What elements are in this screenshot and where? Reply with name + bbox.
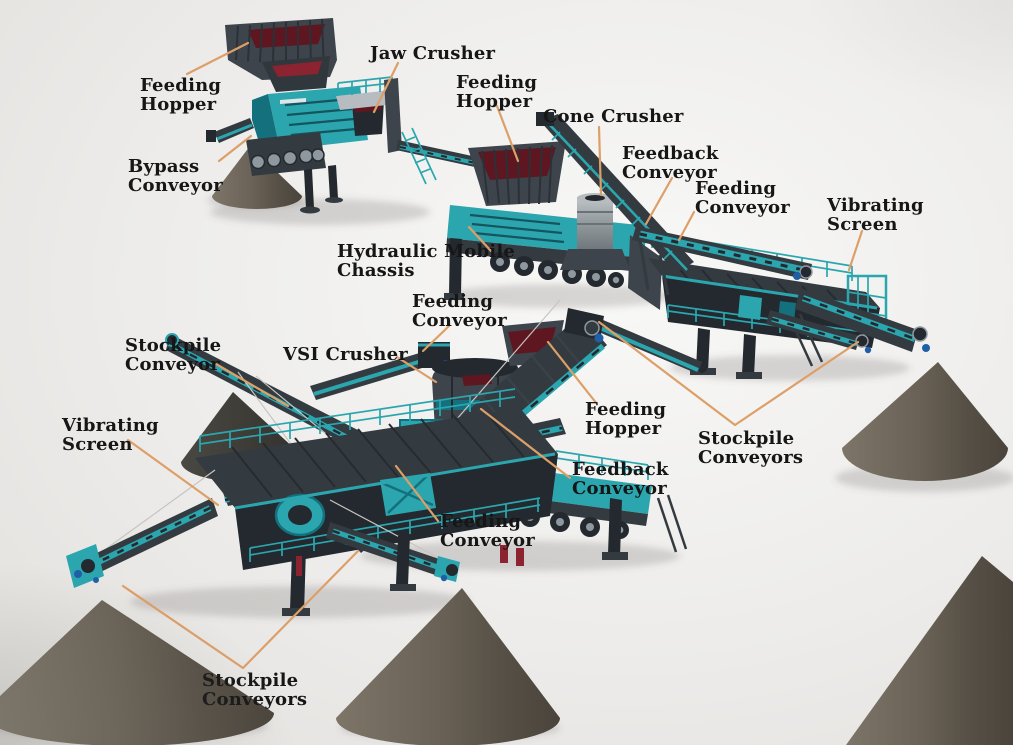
vsi-crusher-leader-line xyxy=(395,355,438,384)
stockpile-conveyors-bottom-label: Stockpile Conveyors xyxy=(202,670,308,711)
bypass-conveyor-leader-line xyxy=(217,134,253,163)
jaw-crusher-leader-line xyxy=(372,61,400,114)
feeding-hopper-top-left-leader-line xyxy=(185,41,250,76)
feeding-hopper-mid-label: Feeding Hopper xyxy=(585,399,667,440)
jaw-crusher-label: Jaw Crusher xyxy=(370,43,496,64)
cone-crusher-plant xyxy=(444,112,930,379)
feeding-conveyor-bottom-label: Feeding Conveyor xyxy=(440,511,535,552)
stockpile-conveyors-bottom-leader-line xyxy=(121,549,360,670)
vibrating-screen-left-label: Vibrating Screen xyxy=(62,415,159,456)
stockpile-cone-right xyxy=(842,362,1008,481)
vibrating-screen-right-leader-line xyxy=(847,229,864,272)
hydraulic-mobile-chassis-label: Hydraulic Mobile Chassis xyxy=(337,241,516,282)
screen-plant-left xyxy=(66,299,566,616)
leader-lines-layer xyxy=(121,41,864,670)
hydraulic-mobile-chassis-leader-line xyxy=(467,225,493,253)
feeding-conveyor-mid-leader-line xyxy=(421,324,451,353)
stockpile-conveyors-right-leader-line xyxy=(597,320,860,427)
feeding-conveyor-top-leader-line xyxy=(677,210,696,242)
feedback-conveyor-top-label: Feedback Conveyor xyxy=(622,143,719,184)
feeding-hopper-top-center-leader-line xyxy=(495,104,520,163)
vibrating-screen-right-label: Vibrating Screen xyxy=(827,195,924,236)
cone-crusher-label: Cone Crusher xyxy=(543,106,684,127)
stockpile-conveyor-label: Stockpile Conveyor xyxy=(125,335,222,376)
vsi-crusher-label: VSI Crusher xyxy=(283,344,408,365)
stockpile-conveyors-right-label: Stockpile Conveyors xyxy=(698,428,804,469)
feeding-conveyor-bottom-leader-line xyxy=(394,464,440,523)
feeding-conveyor-top-label: Feeding Conveyor xyxy=(695,178,790,219)
feeding-hopper-mid-leader-line xyxy=(546,340,599,406)
feedback-conveyor-top-leader-line xyxy=(644,176,674,226)
cone-crusher-leader-line xyxy=(597,125,603,197)
stockpile-conveyor-leader-line xyxy=(214,362,290,408)
stockpile-cone-bottom-left xyxy=(0,600,274,745)
feedback-conveyor-mid-leader-line xyxy=(479,407,572,480)
bypass-conveyor-label: Bypass Conveyor xyxy=(128,156,223,197)
stockpile-cone-bottom-right xyxy=(846,556,1013,745)
feeding-hopper-top-left-label: Feeding Hopper xyxy=(140,75,222,116)
feeding-hopper-top-center-label: Feeding Hopper xyxy=(456,72,538,113)
stockpile-cone-small-left xyxy=(212,146,302,209)
vibrating-screen-left-leader-line xyxy=(126,438,220,507)
feedback-conveyor-mid-label: Feedback Conveyor xyxy=(572,459,669,500)
feeding-conveyor-mid-label: Feeding Conveyor xyxy=(412,291,507,332)
stockpile-cone-bottom-middle xyxy=(336,588,560,745)
